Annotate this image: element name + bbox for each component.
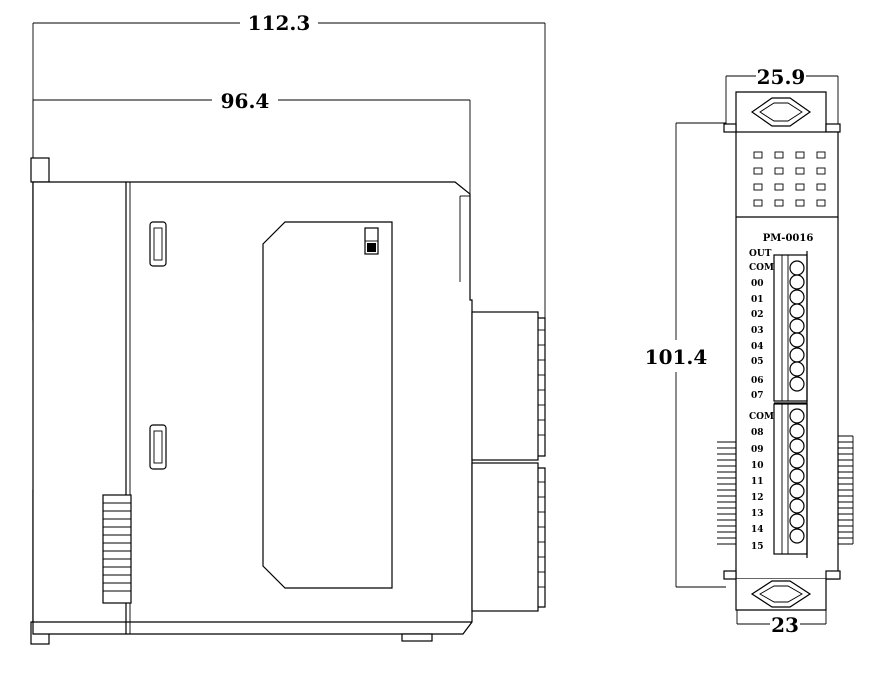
terminal-label: 12: [751, 493, 764, 503]
dim-body-length-label: 96.4: [221, 89, 270, 113]
vent-grille: [102, 494, 132, 604]
dimension-width-top: 25.9: [725, 65, 839, 130]
terminal-label: COM: [749, 263, 774, 273]
terminal-label: 10: [751, 461, 764, 471]
slot-top-icon: [149, 221, 167, 267]
terminal-label: 03: [751, 326, 764, 336]
terminal-label: OUT: [749, 249, 772, 259]
terminal-label: 13: [751, 509, 764, 519]
terminal-label: 06: [751, 376, 764, 386]
terminal-label: 14: [751, 525, 764, 535]
dim-width-top-label: 25.9: [757, 65, 806, 89]
terminal-label: 00: [751, 279, 764, 289]
dimension-height: 101.4: [645, 122, 726, 588]
dimension-body-length: 96.4: [32, 89, 471, 300]
top-latch-icon: [723, 91, 841, 133]
side-ribs-right: [838, 435, 854, 545]
side-label-window: [262, 221, 393, 589]
side-body: [32, 181, 473, 635]
terminal-label: 05: [751, 357, 764, 367]
dim-height-label: 101.4: [645, 345, 708, 369]
switch-icon: [364, 227, 379, 255]
dim-width-bottom-label: 23: [771, 613, 799, 637]
terminal-label: 04: [751, 342, 764, 352]
terminal-label: 11: [751, 477, 764, 487]
terminal-label: 02: [751, 310, 764, 320]
slot-bottom-icon: [149, 424, 167, 470]
terminal-label: 07: [751, 391, 764, 401]
terminal-label: 15: [751, 542, 764, 552]
terminal-labels: OUT COM 00 01 02 03 04 05 06 07 COM 08 0…: [749, 249, 774, 552]
led-grid: [753, 151, 826, 207]
terminal-screws: [789, 260, 805, 544]
terminal-label: 01: [751, 295, 764, 305]
terminal-label: 09: [751, 445, 764, 455]
terminal-label: 08: [751, 428, 764, 438]
model-label: PM-0016: [763, 233, 814, 244]
side-ribs-left: [717, 441, 736, 545]
dim-overall-length-label: 112.3: [248, 11, 311, 35]
dimension-width-bottom: 23: [736, 588, 827, 637]
front-view: 25.9 101.4 23: [645, 65, 854, 637]
terminal-label: COM: [749, 412, 774, 422]
terminal-block-lower: [471, 462, 546, 612]
terminal-block-upper: [471, 311, 546, 461]
bottom-latch-icon: [723, 570, 841, 611]
dimension-overall-length: 112.3: [32, 11, 546, 318]
side-view: 112.3 96.4: [30, 11, 546, 645]
